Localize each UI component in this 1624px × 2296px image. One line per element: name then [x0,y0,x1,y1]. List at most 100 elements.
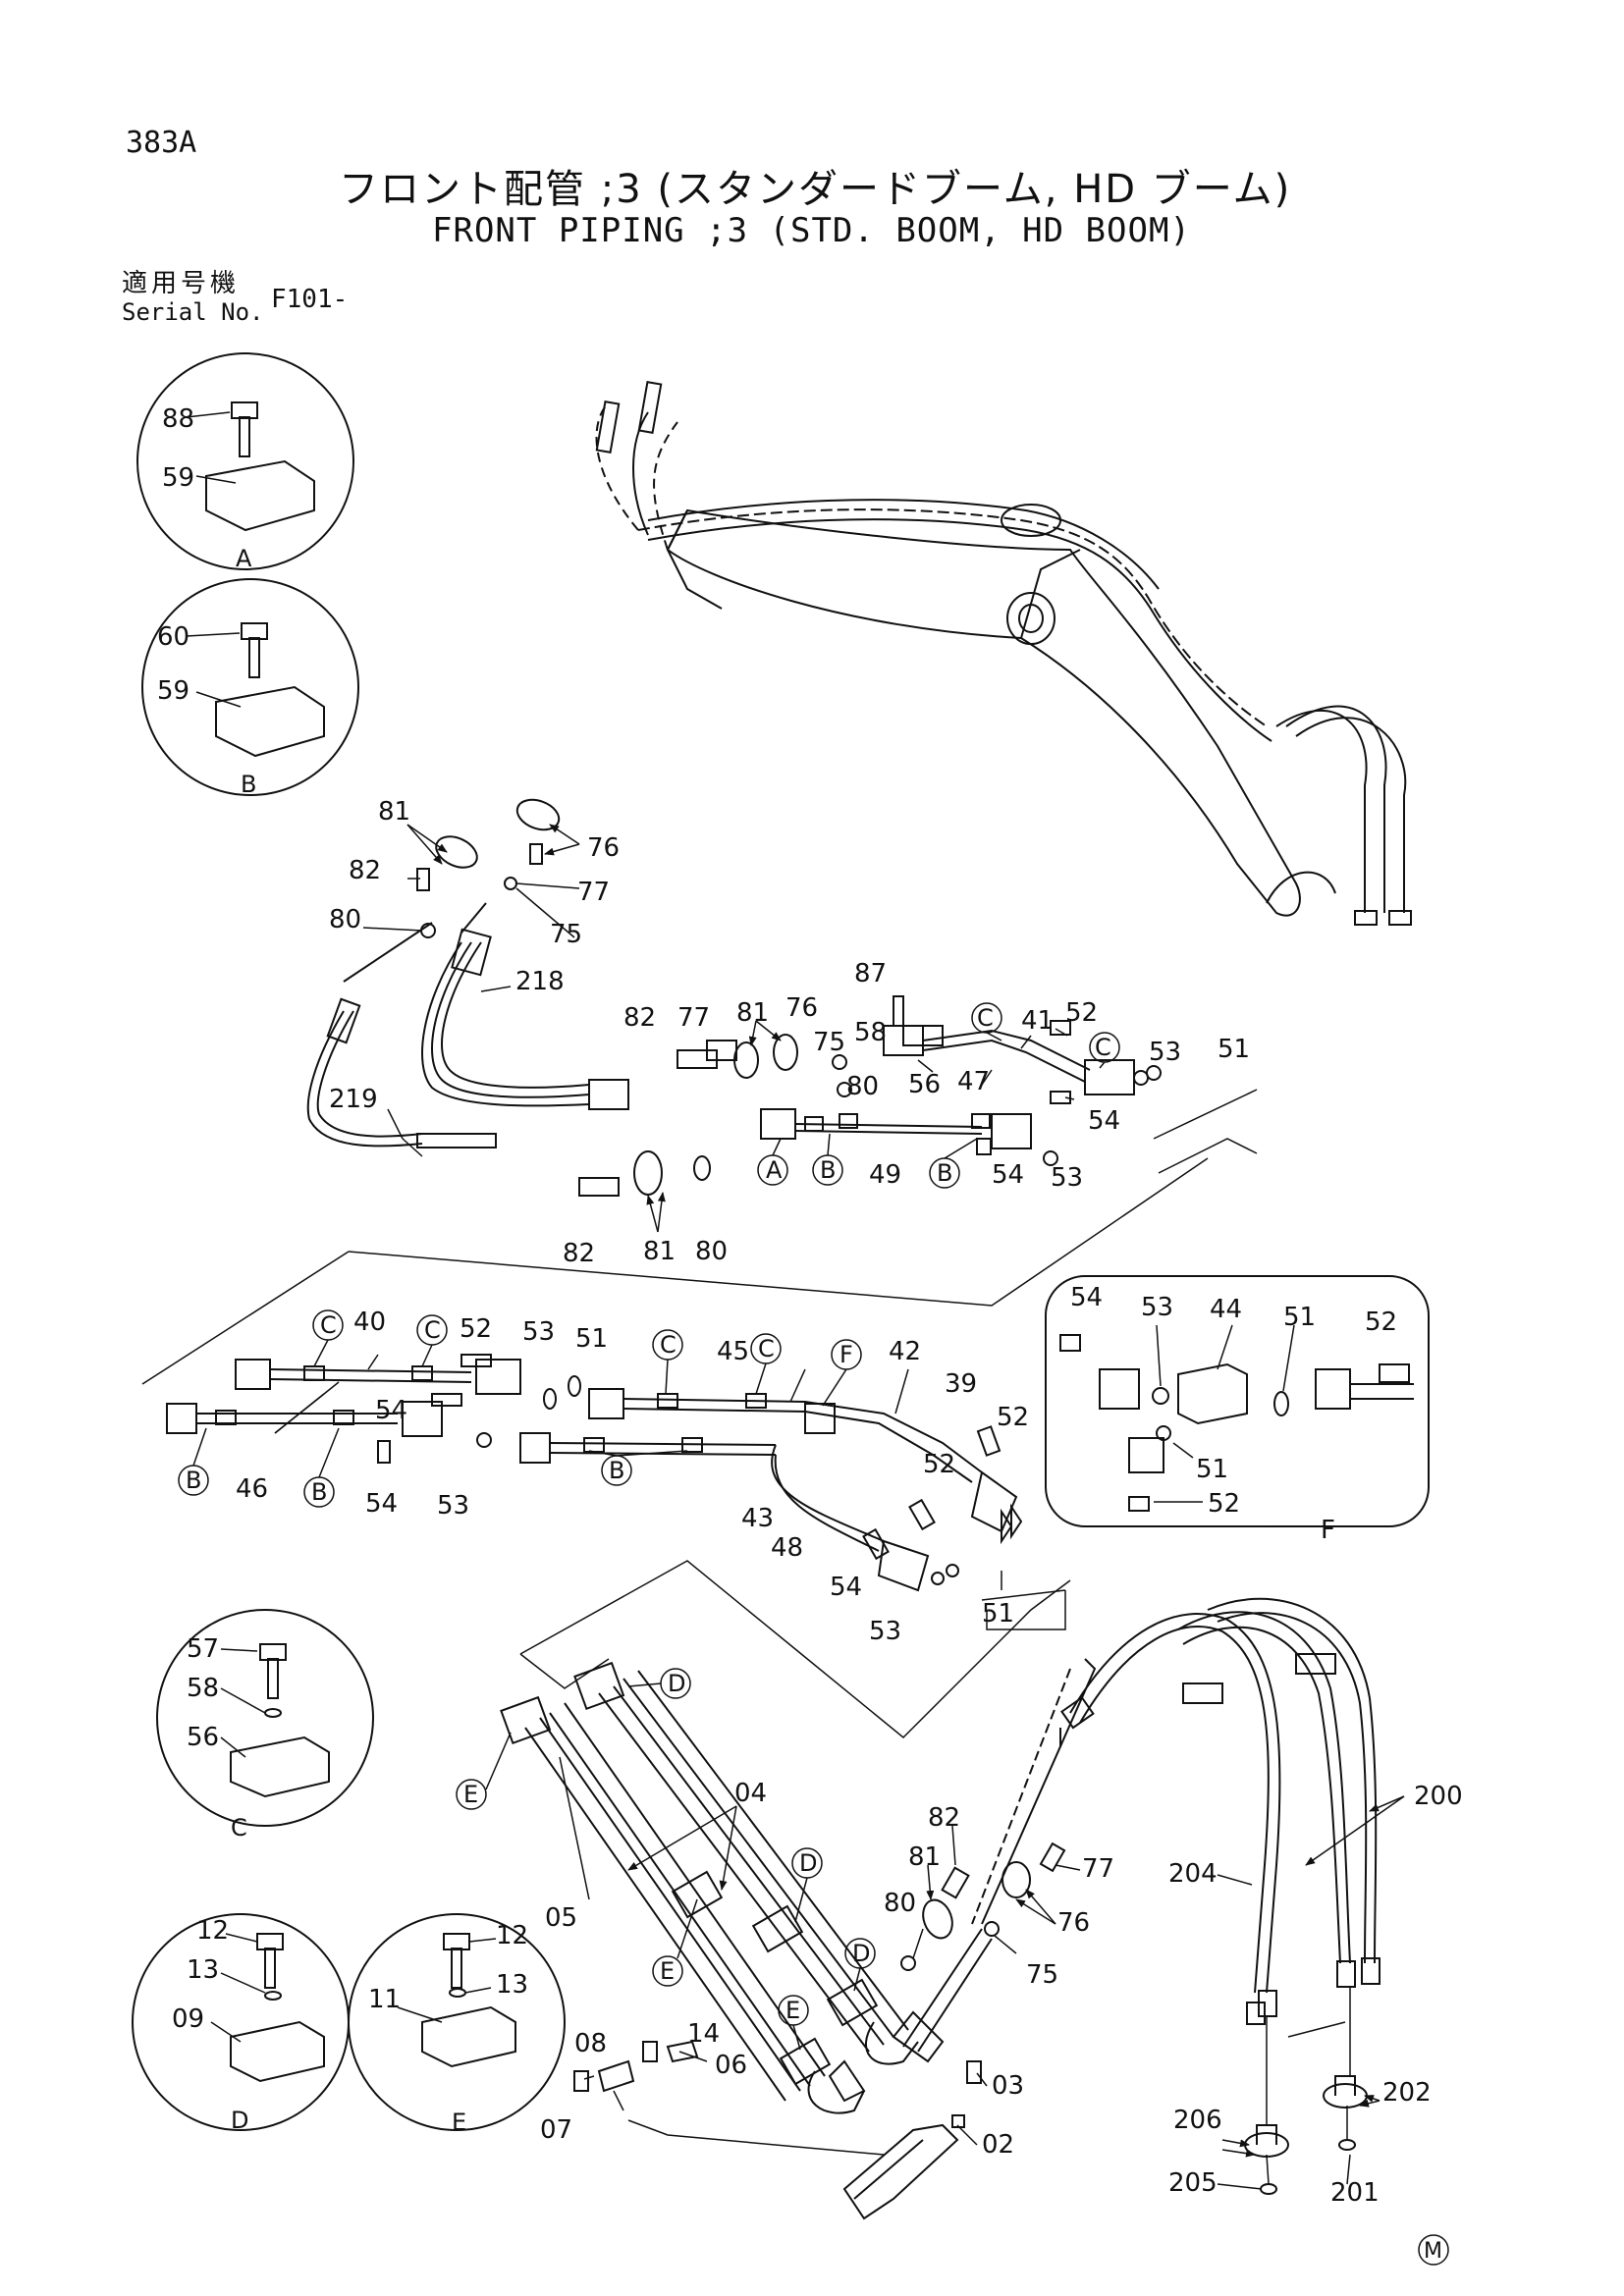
clamp-label-e: E [660,1957,675,1985]
part-label-43: 43 [741,1504,774,1533]
leader-line [195,475,237,484]
serial-label-english: Serial No. [122,298,264,326]
part-label-42: 42 [889,1337,921,1366]
part-label-51: 51 [575,1324,608,1354]
part-label-53: 53 [1149,1038,1181,1067]
clamp-label-e: E [463,1781,478,1808]
part-label-76: 76 [785,993,818,1023]
clamp-label-c: C [320,1311,337,1339]
part-label-13: 13 [187,1955,219,1985]
part-label-76: 76 [1057,1908,1090,1938]
part-label-59: 59 [162,463,194,493]
part-label-80: 80 [329,905,361,934]
part-label-56: 56 [187,1723,219,1752]
page-number: 383A [126,126,197,160]
part-label-02: 02 [982,2130,1014,2160]
detail-label-a: A [236,545,252,572]
clamp-label-b: B [311,1478,327,1506]
part-label-39: 39 [945,1369,977,1399]
part-label-81: 81 [736,998,769,1028]
part-label-51: 51 [1196,1455,1228,1484]
part-label-52: 52 [460,1314,492,1344]
part-label-52: 52 [1365,1308,1397,1337]
part-label-54: 54 [1070,1283,1103,1312]
leader-line [186,632,241,637]
part-label-202: 202 [1382,2078,1432,2108]
leader-line [397,2006,443,2023]
part-label-60: 60 [157,622,189,652]
part-label-54: 54 [375,1396,407,1425]
clamp-label-c: C [758,1335,775,1362]
part-label-47: 47 [957,1067,990,1096]
part-label-52: 52 [997,1403,1029,1432]
part-label-81: 81 [378,797,410,827]
leader-line [195,691,242,708]
detail-view-b: 60 59 B [141,578,359,798]
part-label-56: 56 [908,1070,941,1099]
part-label-75: 75 [813,1028,845,1057]
pipe-group-1: C C A B B 87 58 41 52 53 51 56 47 54 49 … [757,959,1258,1193]
detail-label-f: F [1321,1516,1335,1545]
detail-view-f: 54 53 44 51 52 51 52 F [1045,1275,1430,1545]
part-label-51: 51 [1283,1303,1316,1332]
part-label-219: 219 [329,1085,378,1114]
part-label-77: 77 [677,1003,710,1033]
part-label-12: 12 [196,1916,229,1946]
clamp-label-d: D [852,1940,870,1967]
arm-group: D E D D E E 04 05 08 14 06 07 82 81 80 7… [456,1560,1114,2220]
clamp-label-c: C [424,1316,441,1344]
part-label-53: 53 [1141,1293,1173,1322]
part-label-09: 09 [172,2004,204,2034]
part-label-201: 201 [1330,2178,1380,2208]
part-label-81: 81 [643,1237,676,1266]
part-label-58: 58 [854,1018,887,1047]
part-label-218: 218 [515,967,565,996]
clamp-label-c: C [660,1331,677,1359]
part-label-07: 07 [540,2115,572,2145]
part-label-41: 41 [1021,1006,1054,1036]
part-label-14: 14 [687,2019,720,2049]
part-label-53: 53 [1051,1163,1083,1193]
part-label-75: 75 [550,920,582,949]
part-label-53: 53 [869,1617,901,1646]
detail-view-e: 12 13 11 E [348,1913,566,2136]
detail-label-c: C [231,1814,247,1842]
part-label-03: 03 [992,2071,1024,2101]
leader-line [220,1736,246,1758]
part-label-54: 54 [1088,1106,1120,1136]
footer-mark-letter: M [1424,2239,1442,2264]
part-label-40: 40 [353,1308,386,1337]
leader-line [186,411,231,418]
clamp-label-b: B [937,1159,952,1187]
part-label-52: 52 [1208,1489,1240,1519]
part-label-82: 82 [623,1003,656,1033]
part-label-80: 80 [884,1889,916,1918]
part-label-57: 57 [187,1634,219,1664]
part-label-51: 51 [982,1599,1014,1629]
serial-label-japanese: 適用号機 [122,269,241,298]
clamp-label-e: E [785,1997,800,2024]
part-label-48: 48 [771,1533,803,1563]
part-label-80: 80 [846,1072,879,1101]
bucket-hose-group: 200 204 206 205 202 201 [1059,1597,1463,2208]
part-label-12: 12 [496,1921,528,1950]
part-label-87: 87 [854,959,887,988]
leader-line [468,1938,497,1943]
footer-mark: M [1418,2234,1449,2266]
boom-illustration [595,381,1412,926]
part-label-53: 53 [522,1317,555,1347]
leader-line [464,1987,492,1994]
part-label-76: 76 [587,833,620,863]
part-label-54: 54 [830,1573,862,1602]
part-label-88: 88 [162,404,194,434]
leader-line [220,1687,266,1714]
part-label-81: 81 [908,1842,941,1872]
part-label-11: 11 [368,1985,401,2014]
serial-number-value: F101- [271,285,349,314]
part-label-04: 04 [734,1779,767,1808]
clamp-label-f: F [839,1341,853,1368]
detail-view-c: 57 58 56 C [156,1609,374,1842]
part-label-80: 80 [695,1237,728,1266]
clamp-label-a: A [766,1156,783,1184]
